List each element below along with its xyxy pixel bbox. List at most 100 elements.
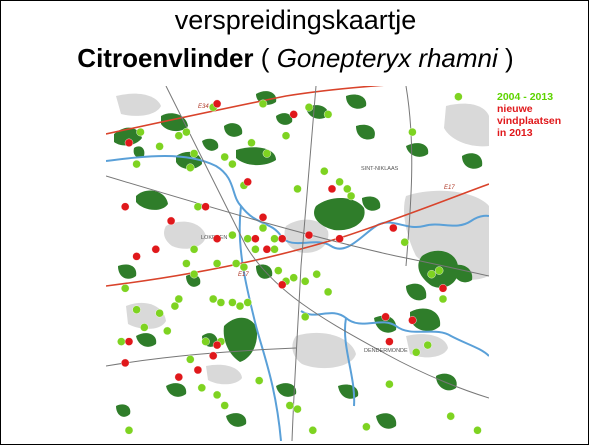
record-dot-new-2013 (212, 99, 222, 108)
forest-patches (114, 91, 483, 429)
record-dot-new-2013 (212, 234, 222, 243)
label-e34: E34 (198, 104, 209, 110)
record-dot-2004-2013 (228, 159, 237, 169)
record-dot-new-2013 (193, 365, 203, 375)
record-dot-2004-2013 (212, 390, 222, 400)
record-dot-2004-2013 (308, 426, 318, 435)
legend-red-line-1: nieuwe (497, 103, 533, 115)
record-dot-new-2013 (166, 216, 176, 226)
record-dot-2004-2013 (262, 149, 272, 158)
record-dot-2004-2013 (247, 138, 256, 147)
record-dot-2004-2013 (170, 301, 180, 311)
record-dot-2004-2013 (155, 308, 164, 318)
record-dot-2004-2013 (189, 149, 199, 158)
legend-green-label: 2004 - 2013 (497, 91, 554, 103)
record-dot-2004-2013 (124, 426, 134, 435)
record-dot-2004-2013 (243, 298, 252, 307)
label-dendermonde: DENDERMONDE (364, 348, 408, 354)
record-dot-new-2013 (124, 337, 134, 346)
legend-red-line-2: vindplaatsen (497, 115, 562, 127)
record-dot-2004-2013 (182, 127, 191, 137)
open-paren: ( (260, 43, 270, 73)
record-dot-2004-2013 (197, 383, 207, 392)
record-dot-2004-2013 (121, 284, 130, 293)
record-dot-new-2013 (251, 234, 260, 243)
record-dot-2004-2013 (155, 142, 164, 151)
record-dot-2004-2013 (174, 294, 184, 304)
record-dot-2004-2013 (182, 259, 191, 268)
record-dot-2004-2013 (208, 294, 218, 304)
record-dot-new-2013 (212, 340, 222, 350)
record-dot-2004-2013 (289, 273, 298, 282)
record-dot-new-2013 (385, 337, 394, 346)
record-dot-2004-2013 (293, 404, 302, 414)
record-dot-new-2013 (438, 284, 448, 293)
record-dot-2004-2013 (281, 131, 291, 140)
records-2004-2013 (117, 92, 482, 435)
record-dot-2004-2013 (427, 269, 436, 279)
record-dot-2004-2013 (136, 127, 145, 137)
record-dot-new-2013 (289, 110, 298, 119)
record-dot-2004-2013 (270, 245, 279, 254)
roads (106, 86, 489, 441)
record-dot-2004-2013 (423, 340, 432, 350)
map-canvas: E34 SINT-NIKLAAS E17 LOKEREN E17 DENDERM… (106, 86, 489, 441)
record-dot-2004-2013 (174, 131, 184, 140)
record-dot-2004-2013 (323, 287, 333, 297)
species-title: Citroenvlinder ( Gonepteryx rhamni ) (1, 43, 589, 73)
record-dot-new-2013 (327, 184, 337, 194)
record-dot-new-2013 (208, 351, 218, 360)
record-dot-2004-2013 (438, 294, 448, 304)
label-e17-west: E17 (238, 272, 249, 278)
record-dot-2004-2013 (323, 110, 333, 119)
record-dot-2004-2013 (304, 103, 314, 112)
record-dot-new-2013 (132, 252, 141, 261)
record-dot-2004-2013 (140, 323, 149, 332)
record-dot-2004-2013 (239, 262, 249, 272)
label-e17-east: E17 (444, 185, 455, 191)
record-dot-2004-2013 (408, 127, 417, 137)
record-dot-2004-2013 (362, 422, 371, 431)
record-dot-2004-2013 (132, 305, 141, 314)
urban-areas (116, 93, 489, 385)
record-dot-2004-2013 (385, 380, 394, 389)
record-dot-2004-2013 (243, 234, 252, 243)
species-latin-name: Gonepteryx rhamni (276, 43, 498, 73)
record-dot-new-2013 (408, 316, 417, 325)
record-dot-2004-2013 (274, 266, 283, 275)
legend-red-line-3: in 2013 (497, 127, 533, 139)
record-dot-2004-2013 (435, 266, 444, 275)
record-dot-2004-2013 (231, 259, 241, 268)
record-dot-2004-2013 (117, 337, 126, 346)
rivers (106, 155, 489, 441)
legend: 2004 - 2013 nieuwe vindplaatsen in 2013 (497, 91, 587, 139)
record-dot-2004-2013 (285, 401, 295, 410)
record-dot-2004-2013 (346, 191, 356, 201)
record-dot-2004-2013 (235, 301, 245, 311)
record-dot-2004-2013 (216, 298, 226, 307)
record-dot-new-2013 (381, 312, 390, 322)
record-dot-2004-2013 (343, 184, 352, 194)
label-sint-niklaas: SINT-NIKLAAS (361, 166, 399, 172)
record-dot-2004-2013 (270, 234, 279, 243)
record-dot-2004-2013 (193, 202, 203, 211)
record-dot-2004-2013 (186, 355, 195, 364)
record-dot-2004-2013 (189, 269, 199, 279)
record-dot-new-2013 (277, 280, 287, 290)
distribution-map: E34 SINT-NIKLAAS E17 LOKEREN E17 DENDERM… (106, 86, 489, 441)
record-dot-2004-2013 (446, 412, 455, 421)
slide-title: verspreidingskaartje (174, 5, 417, 35)
record-dot-2004-2013 (473, 426, 482, 435)
record-dot-2004-2013 (186, 163, 195, 172)
close-paren: ) (505, 43, 514, 73)
record-dot-new-2013 (304, 230, 314, 240)
record-dot-2004-2013 (251, 245, 260, 254)
record-dot-2004-2013 (300, 277, 310, 286)
record-dot-2004-2013 (228, 230, 237, 240)
record-dot-2004-2013 (228, 298, 237, 307)
record-dot-2004-2013 (258, 99, 268, 108)
species-common-name: Citroenvlinder (77, 43, 254, 73)
record-dot-2004-2013 (220, 401, 229, 410)
record-dot-new-2013 (258, 213, 268, 222)
record-dot-new-2013 (243, 177, 252, 187)
